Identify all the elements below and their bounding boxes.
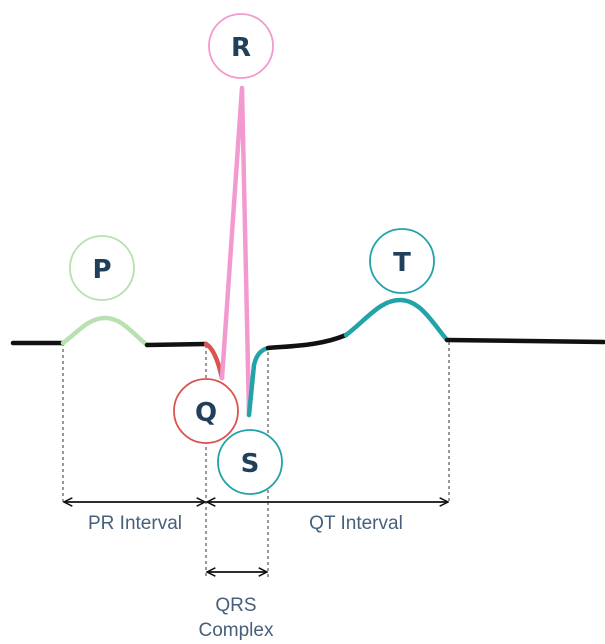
qrs-complex-label-line1: QRS: [215, 595, 256, 616]
qt-interval-label: QT Interval: [309, 513, 403, 534]
q-wave-curve: [203, 341, 225, 381]
s-label: S: [241, 449, 260, 479]
t-wave-curve: [343, 297, 450, 343]
pr-segment: [144, 341, 209, 348]
t-label: T: [393, 248, 411, 278]
ecg-waveform: [10, 85, 605, 418]
pr-interval-label: PR Interval: [88, 513, 182, 534]
baseline-end-segment: [444, 337, 605, 345]
r-wave-spike: [219, 85, 252, 418]
r-label-circle: [208, 13, 274, 79]
s-label-badge: S: [217, 429, 283, 495]
q-label-circle: [173, 378, 239, 444]
q-label-badge: Q: [173, 378, 239, 444]
p-label-badge: P: [69, 235, 135, 301]
qrs-complex-label-line2: Complex: [199, 620, 274, 641]
q-label: Q: [195, 398, 217, 428]
s-wave-curve: [246, 345, 271, 418]
t-label-circle: [369, 228, 435, 294]
interval-arrows: [64, 502, 448, 572]
t-label-badge: T: [369, 228, 435, 294]
s-label-circle: [217, 429, 283, 495]
st-segment: [265, 332, 349, 351]
r-label-badge: R: [208, 13, 274, 79]
p-label-circle: [69, 235, 135, 301]
p-label: P: [92, 255, 111, 285]
r-label: R: [231, 33, 251, 63]
p-wave-curve: [60, 315, 150, 348]
